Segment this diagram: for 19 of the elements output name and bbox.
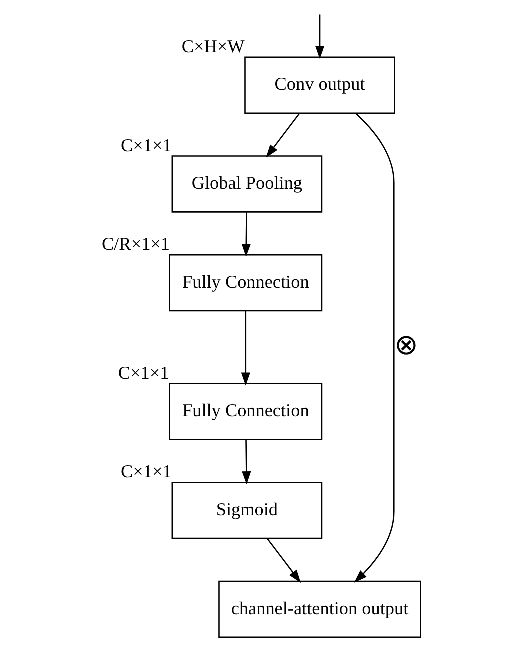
node-label: C×1×1 <box>120 135 172 156</box>
node-box: Fully Connection <box>168 383 322 440</box>
arrow <box>266 113 300 158</box>
arrow <box>266 538 301 584</box>
arrow <box>240 311 250 386</box>
node-label: C×1×1 <box>118 362 169 383</box>
arrow <box>314 14 324 60</box>
node-box: Conv output <box>244 56 395 114</box>
node-label: C×H×W <box>181 36 244 56</box>
node-box: channel-attention output <box>218 580 421 638</box>
node-box: Fully Connection <box>168 254 322 312</box>
arrow <box>241 212 250 258</box>
node-label: C×1×1 <box>120 462 172 482</box>
edge-label: ⊗ <box>394 330 418 362</box>
node-label: C/R×1×1 <box>101 234 170 254</box>
arrow <box>354 112 394 583</box>
arrow <box>242 440 251 485</box>
node-box: Global Pooling <box>171 156 322 213</box>
node-box: Sigmoid <box>171 482 322 540</box>
